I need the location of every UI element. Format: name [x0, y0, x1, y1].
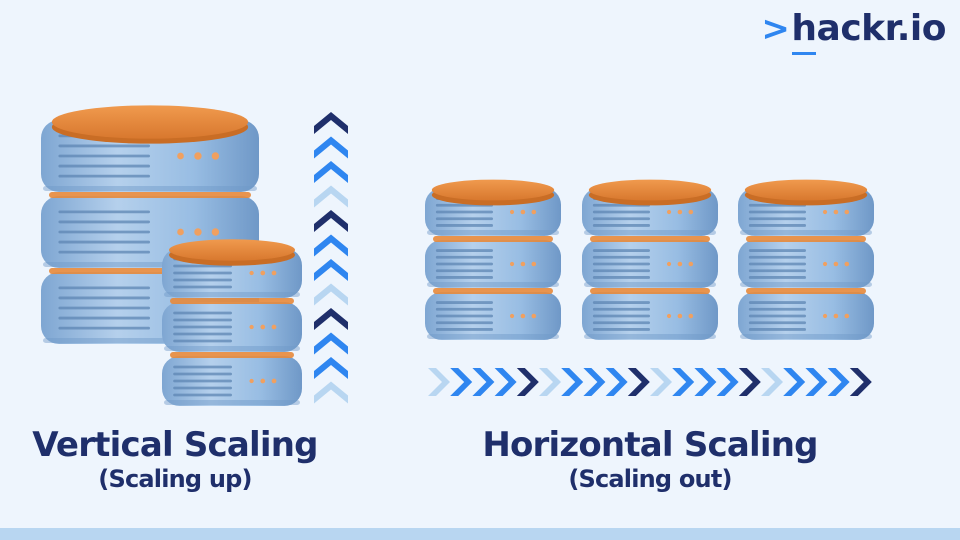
logo-first-letter: h: [791, 8, 817, 55]
vertical-scaling-subtitle: (Scaling up): [98, 465, 252, 493]
up-chevron-icon: [314, 210, 348, 232]
right-chevron-icon: [827, 368, 850, 396]
server-stack-3-unit-2: [738, 240, 874, 288]
small-server-stack-unit-3: [162, 356, 302, 406]
right-chevron-icon: [738, 368, 761, 396]
server-stack-2-unit-3: [582, 292, 718, 340]
right-chevron-icon: [761, 368, 783, 396]
right-chevron-icon: [561, 368, 584, 396]
horizontal-scaling-title: Horizontal Scaling: [482, 425, 818, 465]
right-chevron-icon: [694, 368, 717, 396]
up-chevron-icon: [314, 332, 348, 355]
up-chevron-icon: [314, 112, 348, 134]
right-chevron-icon: [428, 368, 450, 396]
right-chevron-icon: [783, 368, 806, 396]
right-chevron-icon: [627, 368, 650, 396]
server-stack-3-disk: [744, 179, 868, 206]
right-chevron-icon: [849, 368, 872, 396]
up-chevron-icon: [314, 381, 348, 404]
vertical-arrows: [314, 112, 348, 404]
server-stack-2-unit-2: [582, 240, 718, 288]
server-stack-3: [738, 179, 874, 340]
horizontal-arrows: [428, 368, 872, 396]
right-chevron-icon: [650, 368, 672, 396]
hackr-logo[interactable]: > h ackr.io: [761, 8, 947, 55]
logo-chevron-icon: >: [761, 9, 790, 49]
right-chevron-icon: [516, 368, 539, 396]
up-chevron-icon: [314, 283, 348, 306]
up-chevron-icon: [314, 161, 348, 183]
right-chevron-icon: [450, 368, 473, 396]
server-stack-2: [582, 179, 718, 340]
right-chevron-icon: [583, 368, 606, 396]
small-server-stack: [162, 239, 302, 406]
vertical-scaling-title: Vertical Scaling: [32, 425, 318, 465]
up-chevron-icon: [314, 357, 348, 379]
up-chevron-icon: [314, 259, 348, 281]
horizontal-scaling-label: Horizontal Scaling (Scaling out): [470, 426, 830, 494]
logo-wordmark: ackr.io: [816, 8, 947, 49]
server-stack-1: [425, 179, 561, 340]
right-chevron-icon: [472, 368, 495, 396]
up-chevron-icon: [314, 185, 348, 208]
right-chevron-icon: [605, 368, 628, 396]
vertical-scaling-label: Vertical Scaling (Scaling up): [10, 426, 340, 494]
server-stack-1-unit-3: [425, 292, 561, 340]
right-chevron-icon: [805, 368, 828, 396]
large-server-stack-disk: [51, 105, 249, 144]
right-chevron-icon: [539, 368, 561, 396]
small-server-stack-unit-2: [162, 302, 302, 352]
right-chevron-icon: [672, 368, 695, 396]
bottom-band: [0, 528, 960, 540]
small-server-stack-disk: [169, 239, 295, 266]
up-chevron-icon: [314, 234, 348, 257]
horizontal-scaling-subtitle: (Scaling out): [568, 465, 732, 493]
right-chevron-icon: [716, 368, 739, 396]
server-stack-1-unit-2: [425, 240, 561, 288]
right-chevron-icon: [494, 368, 517, 396]
up-chevron-icon: [314, 136, 348, 159]
server-stack-2-disk: [588, 179, 712, 206]
server-stack-1-disk: [431, 179, 555, 206]
up-chevron-icon: [314, 308, 348, 330]
server-stack-3-unit-3: [738, 292, 874, 340]
